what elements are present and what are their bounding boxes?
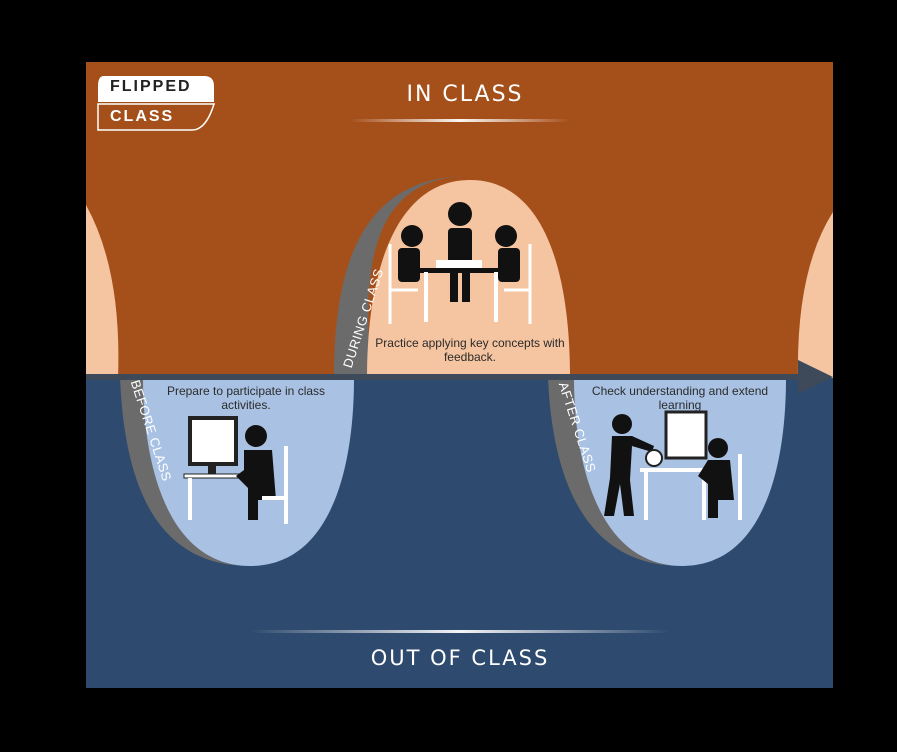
badge-label-flipped: FLIPPED: [110, 78, 192, 96]
in-class-underline: [350, 119, 570, 122]
after-class-description: Check understanding and extend learning: [580, 384, 780, 412]
in-class-label: IN CLASS: [380, 82, 550, 107]
out-class-underline: [250, 630, 670, 633]
during-class-description: Practice applying key concepts with feed…: [372, 336, 568, 364]
badge-label-class: CLASS: [110, 108, 174, 126]
timeline-line: [86, 374, 798, 380]
out-of-class-label: OUT OF CLASS: [340, 646, 580, 670]
before-class-description: Prepare to participate in class activiti…: [148, 384, 344, 412]
